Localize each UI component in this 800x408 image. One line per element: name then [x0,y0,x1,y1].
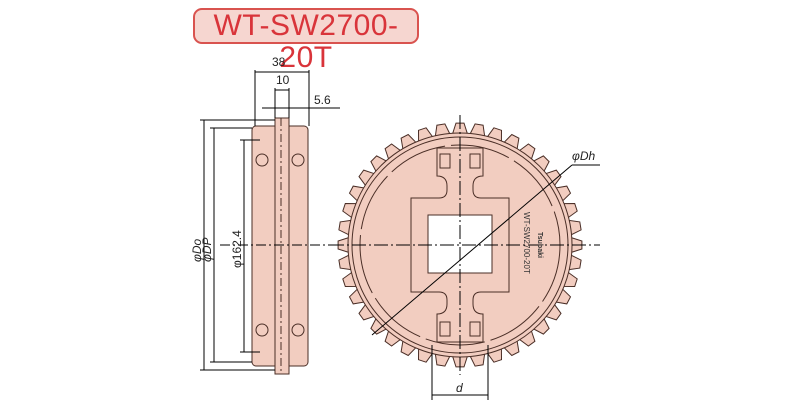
tsubaki-logo: Tsubaki [536,232,543,258]
dim-10: 10 [276,73,290,87]
dim-d: d [456,381,463,395]
dim-dh: φDh [572,149,595,163]
dim-5-6: 5.6 [314,93,331,107]
dim-162-4: φ162.4 [230,230,244,268]
gear-model-marking: WT-SW2700-20T [522,212,531,274]
side-view [200,70,340,375]
front-view [330,115,600,400]
dim-dp: φDP [200,238,214,263]
dim-do: φDo [190,239,204,262]
dim-38: 38 [272,55,286,69]
model-title: WT-SW2700-20T [193,8,419,74]
